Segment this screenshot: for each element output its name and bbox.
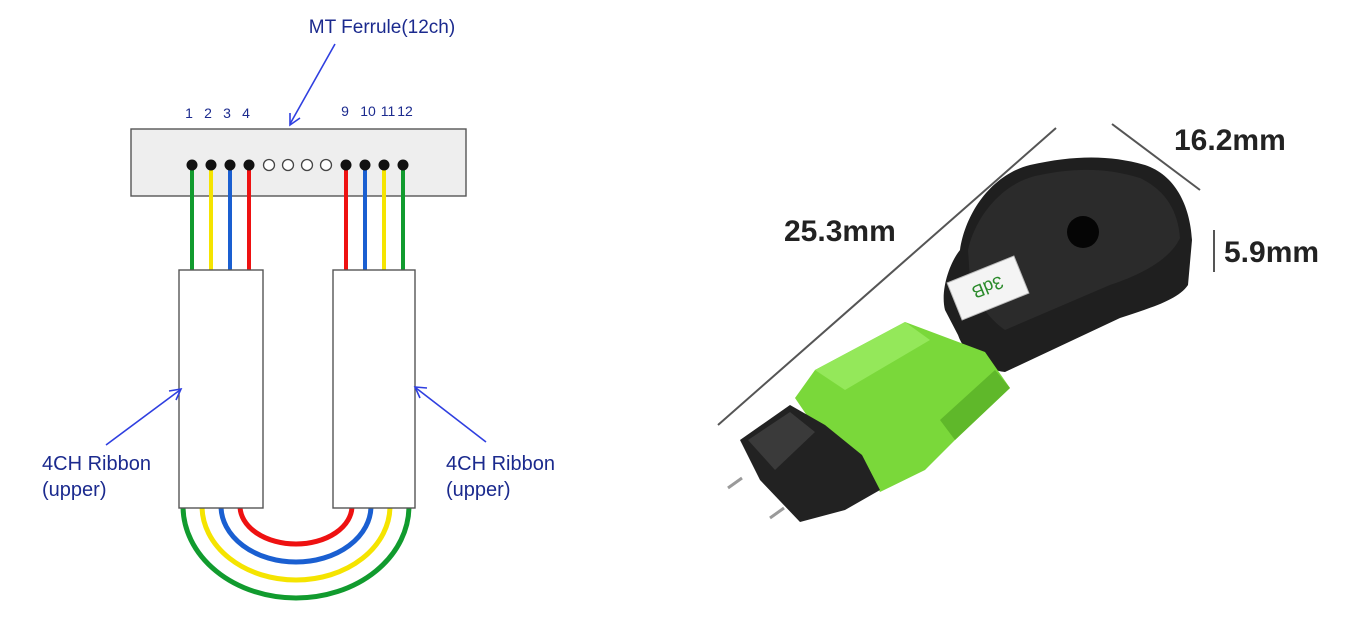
pin-label: 3 xyxy=(223,105,231,121)
ribbon-right-pointer-arrow xyxy=(413,386,487,443)
pin-label: 2 xyxy=(204,105,212,121)
pin-label: 1 xyxy=(185,105,193,121)
product-illustration: 25.3mm 16.2mm 5.9mm 3dB xyxy=(717,123,1319,522)
ribbon-block-right xyxy=(332,269,416,509)
guide-pin-upper xyxy=(727,476,743,490)
pin-label: 12 xyxy=(397,103,413,119)
mpo-ferrule-face xyxy=(748,412,815,470)
ribbon-left-pointer-arrow xyxy=(105,387,183,446)
mt-ferrule-box xyxy=(130,128,467,197)
ferrule-pointer-arrow xyxy=(289,43,336,127)
length-dimension-line xyxy=(717,127,1057,426)
loopback-diagram: MT Ferrule(12ch) 1 2 3 4 9 10 11 12 xyxy=(42,17,555,601)
mpo-boot-side xyxy=(940,370,1010,440)
mpo-boot-shade xyxy=(815,322,930,390)
fiber-leads-left xyxy=(190,166,251,271)
ferrule-pins xyxy=(186,158,409,172)
ribbon-block-left xyxy=(178,269,264,509)
ribbon-right-sublabel: (upper) xyxy=(446,479,510,501)
fiber-leads-right xyxy=(344,166,405,271)
ribbon-left-sublabel: (upper) xyxy=(42,479,106,501)
pin-label: 11 xyxy=(381,103,396,119)
pin-label: 10 xyxy=(360,103,376,119)
ribbon-left-label: 4CH Ribbon xyxy=(42,453,151,475)
attenuation-label-sticker: 3dB xyxy=(946,255,1030,321)
ribbon-right-label: 4CH Ribbon xyxy=(446,453,555,475)
guide-pin-lower xyxy=(769,506,785,520)
width-dimension-line xyxy=(1111,123,1201,191)
ferrule-title: MT Ferrule(12ch) xyxy=(309,17,455,38)
height-label: 5.9mm xyxy=(1224,236,1319,269)
pin-label: 4 xyxy=(242,105,250,121)
width-label: 16.2mm xyxy=(1174,124,1286,157)
pin-label: 9 xyxy=(341,103,349,119)
length-label: 25.3mm xyxy=(784,215,896,248)
lanyard-hole xyxy=(1067,216,1099,248)
loopback-arcs xyxy=(180,505,412,601)
